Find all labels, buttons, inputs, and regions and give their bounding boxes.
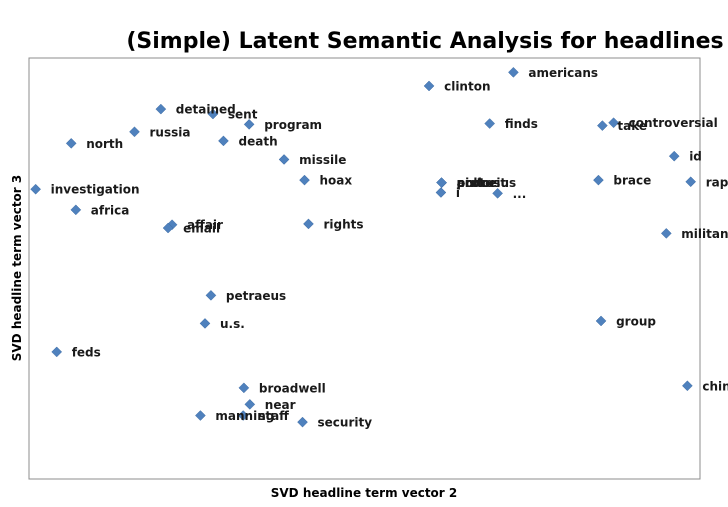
point-marker-35	[195, 410, 206, 421]
point-label-5: russia	[150, 125, 191, 139]
point-label-28: petraeus	[226, 289, 286, 303]
point-marker-32	[682, 380, 693, 392]
point-marker-21	[435, 187, 447, 198]
point-label-32: china	[702, 379, 728, 393]
point-label-25: email	[183, 222, 220, 236]
point-label-22: ...	[513, 187, 527, 201]
point-marker-31	[51, 346, 63, 358]
x-axis-title: SVD headline term vector 2	[271, 486, 458, 500]
point-label-6: death	[239, 134, 278, 148]
point-marker-7	[65, 138, 77, 149]
point-label-13: hoax	[320, 174, 353, 188]
point-label-20: and	[457, 176, 482, 190]
point-marker-12	[668, 150, 680, 162]
point-marker-8	[484, 118, 496, 129]
point-label-31: feds	[72, 345, 101, 359]
point-label-14: brace	[613, 174, 651, 188]
point-label-16: investigation	[51, 183, 140, 197]
point-label-4: program	[264, 118, 322, 132]
point-marker-6	[218, 135, 229, 147]
chart-title: (Simple) Latent Semantic Analysis for he…	[126, 29, 723, 54]
point-label-2: detained	[176, 103, 236, 117]
point-marker-9	[608, 117, 619, 129]
point-marker-3	[207, 108, 219, 120]
point-marker-25	[162, 222, 174, 234]
point-marker-14	[593, 174, 604, 186]
point-label-27: militant	[681, 227, 728, 241]
point-marker-37	[297, 416, 308, 428]
point-label-23: africa	[91, 203, 130, 217]
point-label-12: id	[689, 150, 702, 164]
point-label-30: group	[616, 315, 656, 329]
point-marker-26	[303, 218, 314, 230]
point-label-9: controversial	[629, 116, 718, 130]
point-label-24: affair	[187, 218, 223, 232]
point-label-35: manning	[215, 409, 274, 423]
point-label-29: u.s.	[220, 317, 245, 331]
point-marker-30	[595, 315, 607, 327]
point-label-10: take	[617, 119, 647, 133]
point-label-18: pistorius	[457, 176, 517, 190]
point-label-21: i	[456, 186, 460, 200]
point-marker-33	[238, 382, 250, 394]
point-label-19: police	[457, 176, 497, 190]
point-marker-0	[508, 66, 519, 78]
point-marker-34	[244, 399, 256, 410]
point-marker-20	[436, 177, 447, 188]
point-label-3: sent	[228, 108, 258, 122]
point-label-7: north	[86, 137, 123, 151]
point-label-36: staff	[258, 409, 289, 423]
point-label-33: broadwell	[259, 381, 326, 395]
point-label-11: missile	[299, 153, 346, 167]
point-label-34: near	[265, 398, 296, 412]
point-marker-2	[155, 103, 167, 115]
point-marker-10	[597, 120, 608, 131]
point-marker-23	[70, 204, 82, 216]
point-marker-28	[205, 289, 217, 301]
point-marker-1	[423, 80, 435, 92]
point-marker-36	[237, 410, 249, 421]
y-axis-title: SVD headline term vector 3	[10, 175, 24, 362]
plot-area	[28, 57, 701, 480]
point-label-26: rights	[324, 217, 364, 231]
points-layer	[30, 66, 697, 428]
point-marker-16	[30, 183, 41, 195]
point-label-8: finds	[505, 117, 538, 131]
point-marker-11	[278, 154, 290, 165]
point-marker-29	[199, 318, 211, 329]
point-label-37: security	[318, 416, 373, 430]
point-label-15: rape	[706, 175, 728, 189]
point-label-0: americans	[528, 66, 598, 80]
point-label-1: clinton	[444, 80, 490, 94]
point-marker-22	[492, 187, 503, 199]
point-marker-5	[129, 126, 140, 138]
point-marker-27	[660, 228, 672, 239]
point-marker-15	[685, 176, 697, 188]
point-marker-13	[299, 174, 310, 186]
point-marker-4	[243, 119, 255, 130]
point-label-17: protest	[457, 176, 507, 190]
